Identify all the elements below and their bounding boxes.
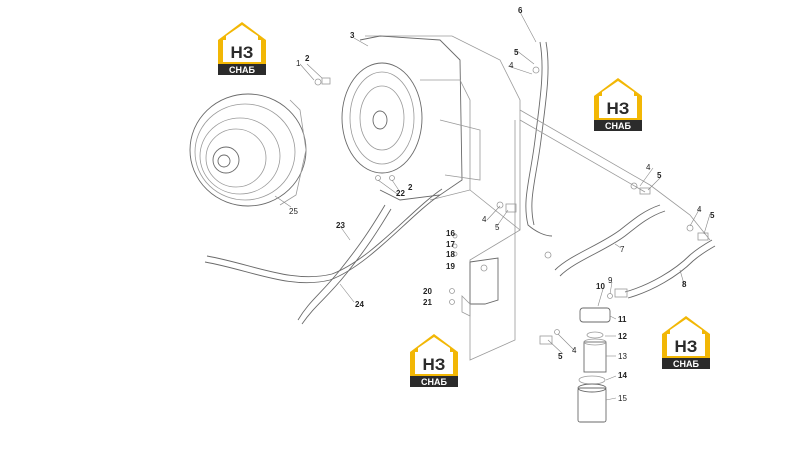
logo-letters: НЗ	[231, 43, 254, 62]
fittings	[314, 66, 709, 345]
part-label-11: 11	[618, 315, 627, 324]
part-label-4e: 4	[482, 215, 487, 224]
part-label-4: 4	[509, 61, 514, 70]
transmission-housing	[341, 35, 521, 361]
part-label-16: 16	[446, 229, 455, 238]
part-label-5: 5	[514, 48, 519, 57]
part-label-4c: 4	[646, 163, 651, 172]
flywheel-housing	[189, 93, 307, 207]
part-label-5f: 5	[558, 352, 563, 361]
leader-lines	[274, 11, 711, 401]
part-label-18: 18	[446, 250, 455, 259]
part-label-4d: 4	[697, 205, 702, 214]
logo-letters: НЗ	[675, 337, 698, 356]
part-label-5c: 5	[657, 171, 662, 180]
logo-top-right: НЗ СНАБ	[594, 78, 642, 131]
part-label-3: 3	[350, 31, 355, 40]
logo-top-left: НЗ СНАБ	[218, 22, 266, 75]
logo-bottom-right: НЗ СНАБ	[662, 316, 710, 369]
part-label-15: 15	[618, 394, 627, 403]
logo-caption: СНАБ	[605, 121, 631, 131]
part-label-25: 25	[289, 207, 298, 216]
logo-caption: СНАБ	[421, 377, 447, 387]
part-label-22: 22	[396, 189, 405, 198]
filter-assembly	[577, 307, 611, 423]
part-label-6: 6	[518, 6, 523, 15]
logo-letters: НЗ	[423, 355, 446, 374]
part-label-2: 2	[305, 54, 310, 63]
part-label-9: 9	[608, 276, 613, 285]
logo-caption: СНАБ	[673, 359, 699, 369]
part-label-17: 17	[446, 240, 455, 249]
part-label-8: 8	[682, 280, 687, 289]
part-label-20: 20	[423, 287, 432, 296]
part-label-23: 23	[336, 221, 345, 230]
part-label-5d: 5	[710, 211, 715, 220]
logo-letters: НЗ	[607, 99, 630, 118]
logo-caption: СНАБ	[229, 65, 255, 75]
mounting-bracket	[461, 257, 499, 317]
part-label-10: 10	[596, 282, 605, 291]
part-label-7: 7	[620, 245, 625, 254]
part-label-12: 12	[618, 332, 627, 341]
part-label-4f: 4	[572, 346, 577, 355]
part-label-21: 21	[423, 298, 432, 307]
part-label-1: 1	[296, 59, 301, 68]
part-label-24: 24	[355, 300, 364, 309]
part-label-14: 14	[618, 371, 627, 380]
logo-bottom-center: НЗ СНАБ	[410, 334, 458, 387]
part-label-2b: 2	[408, 183, 413, 192]
hose-assemblies	[204, 41, 716, 325]
part-labels: 1 2 3 4 5 6 2 22 4 5 4 5 4 5 7 8 9 10 11…	[289, 6, 715, 403]
part-label-19: 19	[446, 262, 455, 271]
part-label-13: 13	[618, 352, 627, 361]
part-label-5e: 5	[495, 223, 500, 232]
